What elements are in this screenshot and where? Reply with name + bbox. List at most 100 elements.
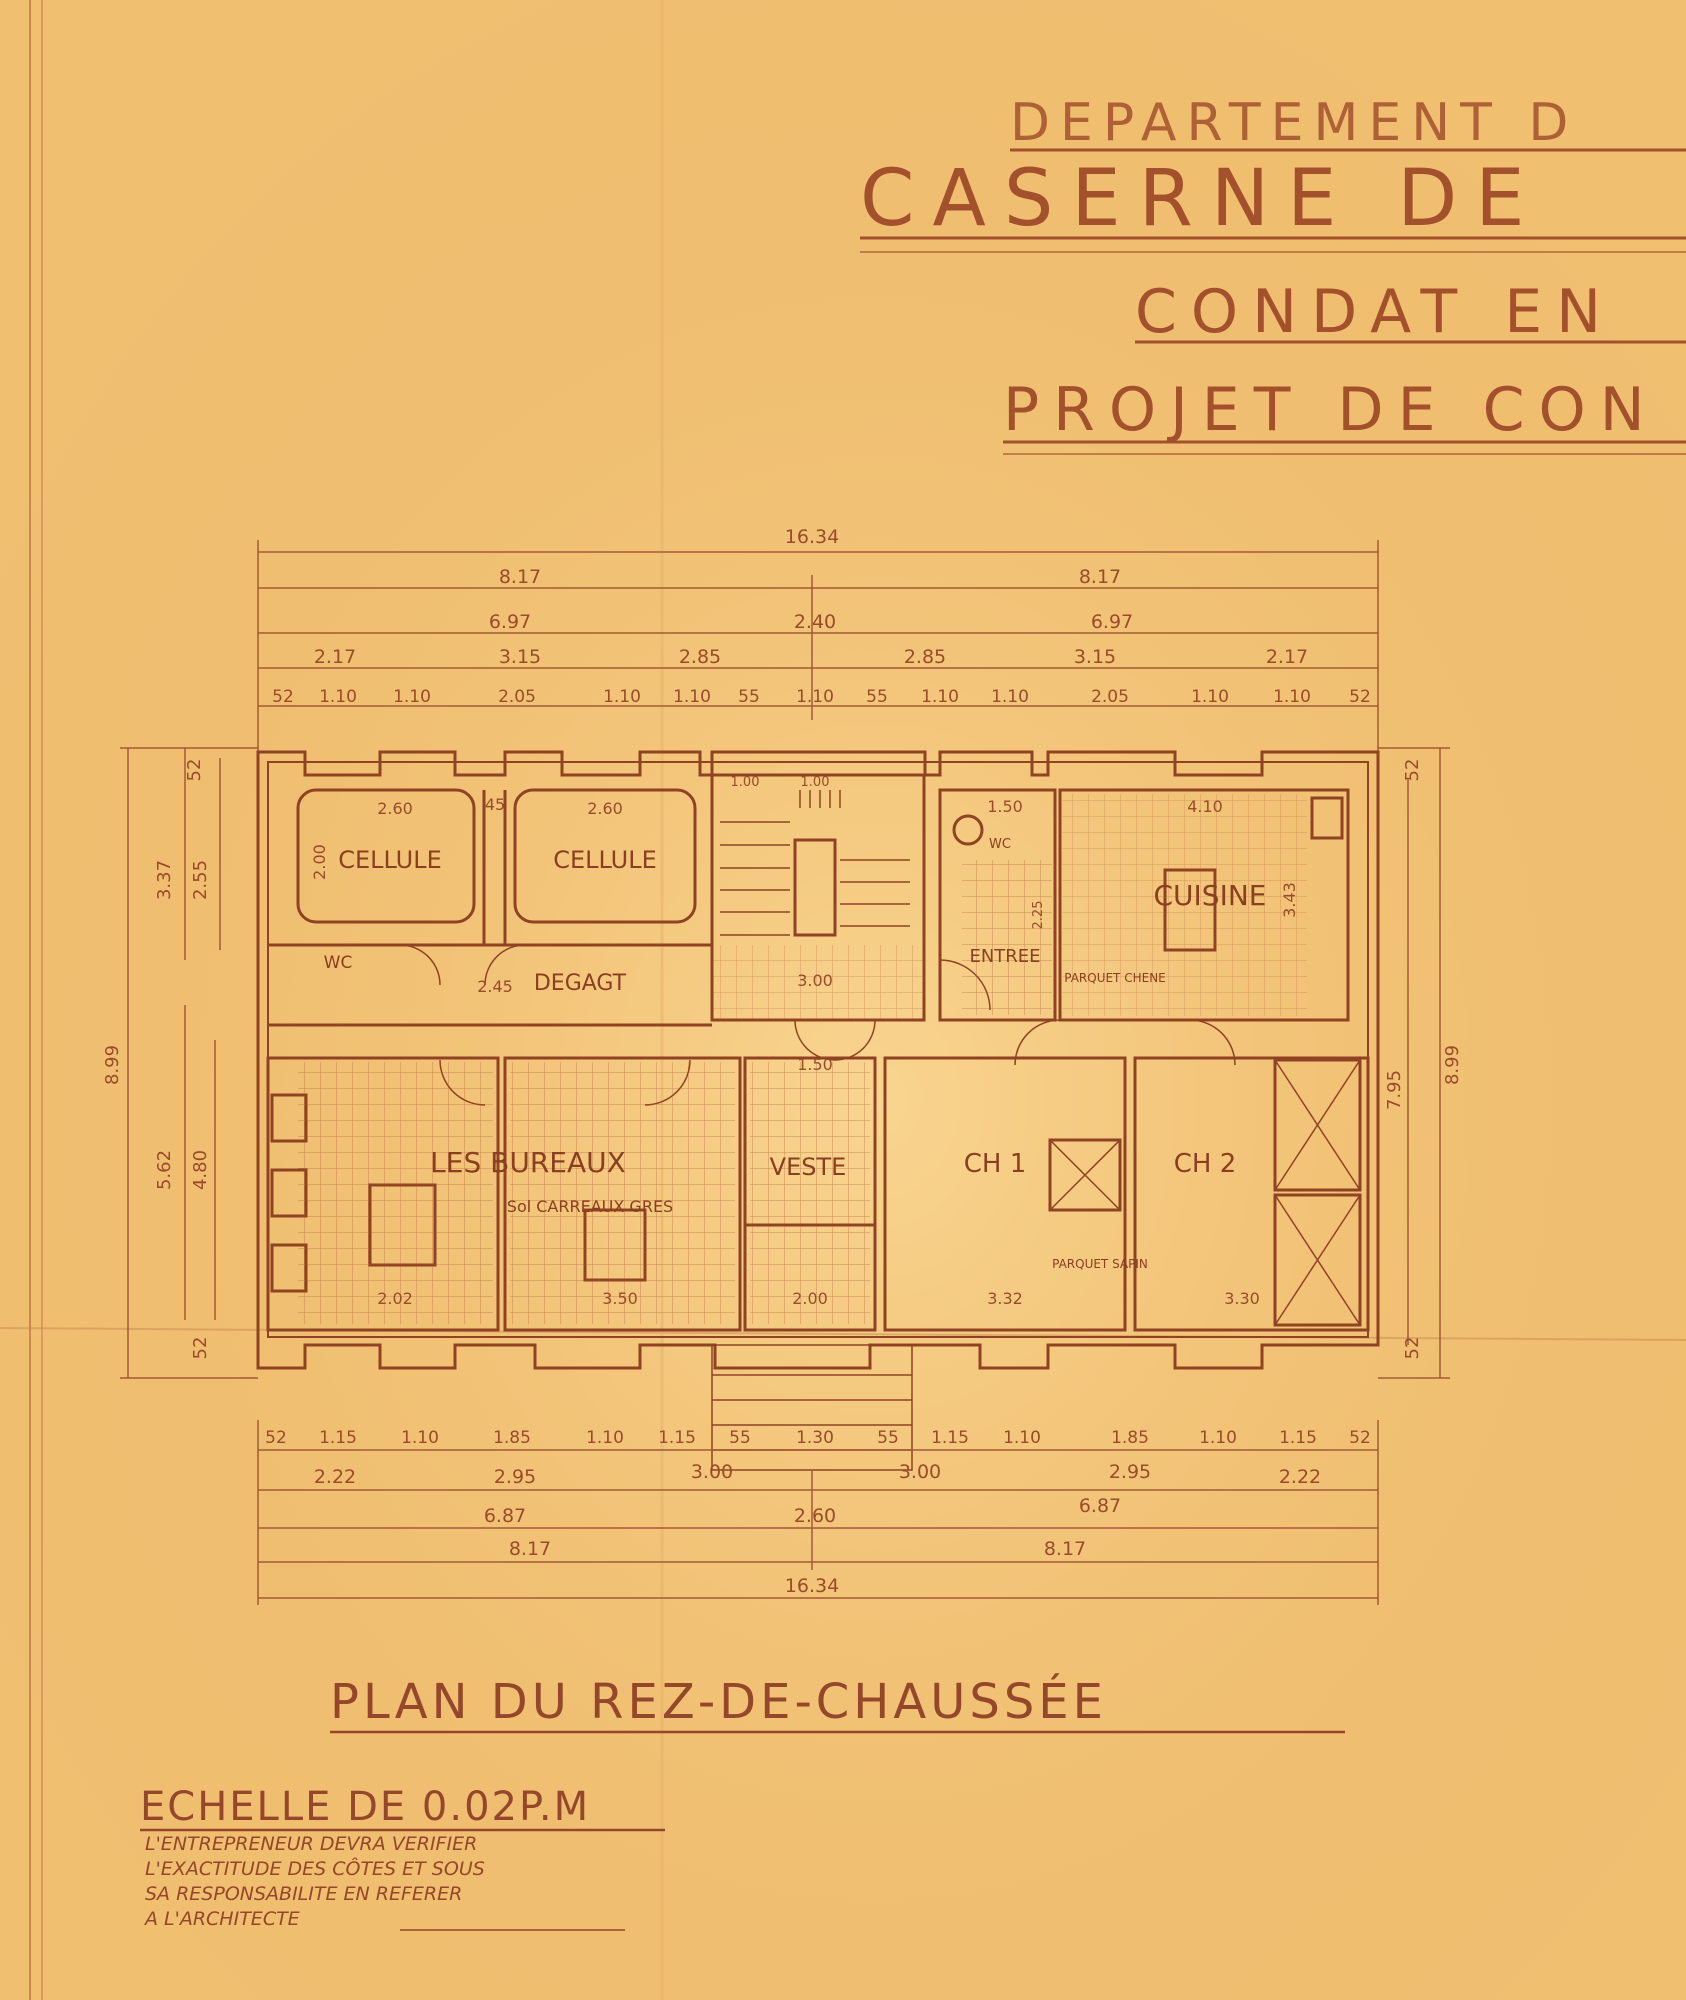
- dim-bot-r1-6: 55: [729, 1428, 751, 1448]
- dim-right-1: 7.95: [1384, 1070, 1405, 1110]
- dim-gap: 45: [485, 795, 505, 814]
- dim-overall-top: 16.34: [785, 526, 839, 548]
- dim-top-r3-0: 2.17: [314, 646, 356, 668]
- note-line-2: L'EXACTITUDE DES CÔTES ET SOUS: [145, 1856, 485, 1880]
- dim-bot-r1-11: 1.85: [1111, 1428, 1149, 1448]
- dim-bot-r2-1: 2.95: [494, 1466, 536, 1488]
- room-vestiaire: VESTE: [770, 1153, 847, 1181]
- dim-right-2: 8.99: [1442, 1045, 1463, 1085]
- dim-vest-w: 1.50: [797, 1055, 833, 1074]
- title-line-1: DEPARTEMENT D: [1010, 93, 1578, 153]
- dim-bot-r2-0: 2.22: [314, 1466, 356, 1488]
- room-wc-right: WC: [989, 837, 1011, 852]
- dim-stair-w: 1.00: [801, 775, 830, 790]
- note-line-3: SA RESPONSABILITE EN REFERER: [145, 1883, 462, 1905]
- floor-parquet-sapin: PARQUET SAPIN: [1052, 1257, 1148, 1271]
- note-line-4: A L'ARCHITECTE: [143, 1908, 300, 1930]
- dim-left-4: 5.62: [154, 1150, 175, 1190]
- dim-cell2-w: 2.60: [587, 799, 623, 818]
- dim-top-r3-5: 2.17: [1266, 646, 1308, 668]
- dim-top-r3-1: 3.15: [499, 646, 541, 668]
- title-line-4: PROJET DE CON: [1003, 375, 1659, 445]
- dim-vest2-w: 2.00: [792, 1289, 828, 1308]
- dim-bot-r4-0: 8.17: [509, 1538, 551, 1560]
- dim-entree-h: 2.25: [1031, 901, 1046, 930]
- dim-top-r4-11: 2.05: [1091, 687, 1129, 707]
- dim-top-r4-0: 52: [272, 687, 294, 707]
- dim-bot-r1-1: 1.15: [319, 1428, 357, 1448]
- dim-top-r4-12: 1.10: [1191, 687, 1229, 707]
- dim-bot-r3-1: 2.60: [794, 1505, 836, 1527]
- room-bureaux: LES BUREAUX: [430, 1146, 626, 1179]
- dim-ch2-w: 3.30: [1224, 1289, 1260, 1308]
- title-line-2: CASERNE DE: [860, 154, 1543, 244]
- dim-top-r3-3: 2.85: [904, 646, 946, 668]
- dim-top-r4-9: 1.10: [921, 687, 959, 707]
- floor-tiles: [298, 794, 1307, 1324]
- dim-cuisine-w: 4.10: [1187, 797, 1223, 816]
- dim-bot-r4-1: 8.17: [1044, 1538, 1086, 1560]
- dim-bot-r1-7: 1.30: [796, 1428, 834, 1448]
- room-cellule-1: CELLULE: [338, 846, 442, 874]
- dim-top-r2-2: 6.97: [1091, 611, 1133, 633]
- dim-top-r3-2: 2.85: [679, 646, 721, 668]
- dim-top-r2-0: 6.97: [489, 611, 531, 633]
- floor-carreaux: Sol CARREAUX GRES: [507, 1197, 673, 1216]
- dim-entree-w: 1.50: [987, 797, 1023, 816]
- room-wc-left: WC: [324, 953, 353, 973]
- dim-hall-w: 3.00: [797, 971, 833, 990]
- dimension-labels-bottom: 52 1.15 1.10 1.85 1.10 1.15 55 1.30 55 1…: [265, 1428, 1371, 1597]
- dim-bot-r1-0: 52: [265, 1428, 287, 1448]
- dim-top-r4-14: 52: [1349, 687, 1371, 707]
- dim-cell1-w: 2.60: [377, 799, 413, 818]
- dim-bot-r1-13: 1.15: [1279, 1428, 1317, 1448]
- dim-ch1-w: 3.32: [987, 1289, 1023, 1308]
- dim-top-r4-2: 1.10: [393, 687, 431, 707]
- dimension-labels-sides: 52 3.37 2.55 8.99 5.62 4.80 52 52 7.95 8…: [102, 759, 1463, 1360]
- dim-right-0: 52: [1402, 759, 1423, 782]
- title-line-3: CONDAT EN: [1135, 277, 1615, 347]
- dimension-lines-sides: [120, 747, 1450, 1379]
- dim-bur1-w: 2.02: [377, 1289, 413, 1308]
- dim-cell1-h: 2.00: [310, 844, 329, 880]
- dim-bot-r1-3: 1.85: [493, 1428, 531, 1448]
- note-line-1: L'ENTREPRENEUR DEVRA VERIFIER: [145, 1833, 477, 1855]
- dim-bot-r2-4: 2.95: [1109, 1461, 1151, 1483]
- dim-top-r4-4: 1.10: [603, 687, 641, 707]
- dim-top-r4-6: 55: [738, 687, 760, 707]
- dim-bot-r2-5: 2.22: [1279, 1466, 1321, 1488]
- dim-stair-top: 1.00: [731, 775, 760, 790]
- dim-bot-r2-2: 3.00: [691, 1461, 733, 1483]
- plan-caption: PLAN DU REZ-DE-CHAUSSÉE ECHELLE DE 0.02P…: [140, 1673, 1345, 1931]
- dim-half-left-top: 8.17: [499, 566, 541, 588]
- dim-bot-r1-8: 55: [877, 1428, 899, 1448]
- room-ch1: CH 1: [964, 1149, 1027, 1179]
- dim-left-6: 52: [190, 1337, 211, 1360]
- dim-top-r4-5: 1.10: [673, 687, 711, 707]
- dim-deg-w: 2.45: [477, 977, 513, 996]
- room-labels: CELLULE CELLULE WC DEGAGT LES BUREAUX So…: [324, 837, 1267, 1271]
- dimension-lines-bottom: [257, 1420, 1379, 1605]
- plan-title: PLAN DU REZ-DE-CHAUSSÉE: [330, 1673, 1107, 1730]
- room-ch2: CH 2: [1174, 1149, 1237, 1179]
- interior-dimensions: 2.60 2.60 45 2.00 2.45 1.00 1.00 1.50 4.…: [310, 775, 1299, 1308]
- dimension-labels-top: 16.34 8.17 8.17 6.97 2.40 6.97 2.17 3.15…: [272, 526, 1371, 707]
- dim-bot-r1-14: 52: [1349, 1428, 1371, 1448]
- dim-top-r4-3: 2.05: [498, 687, 536, 707]
- dimension-lines-top: [257, 540, 1379, 760]
- dim-top-r4-1: 1.10: [319, 687, 357, 707]
- dim-left-5: 4.80: [190, 1150, 211, 1190]
- dim-top-r4-8: 55: [866, 687, 888, 707]
- dim-bot-r1-10: 1.10: [1003, 1428, 1041, 1448]
- dim-top-r4-10: 1.10: [991, 687, 1029, 707]
- dim-bot-r1-4: 1.10: [586, 1428, 624, 1448]
- floor-parquet-chene: PARQUET CHENE: [1064, 971, 1166, 985]
- scale-label: ECHELLE DE 0.02P.M: [140, 1784, 590, 1830]
- room-entree: ENTREE: [969, 946, 1040, 967]
- dim-left-3: 8.99: [102, 1045, 123, 1085]
- dim-bur2-w: 3.50: [602, 1289, 638, 1308]
- dim-bot-r1-5: 1.15: [658, 1428, 696, 1448]
- dim-left-1: 3.37: [154, 860, 175, 900]
- dim-top-r4-13: 1.10: [1273, 687, 1311, 707]
- dim-top-r4-7: 1.10: [796, 687, 834, 707]
